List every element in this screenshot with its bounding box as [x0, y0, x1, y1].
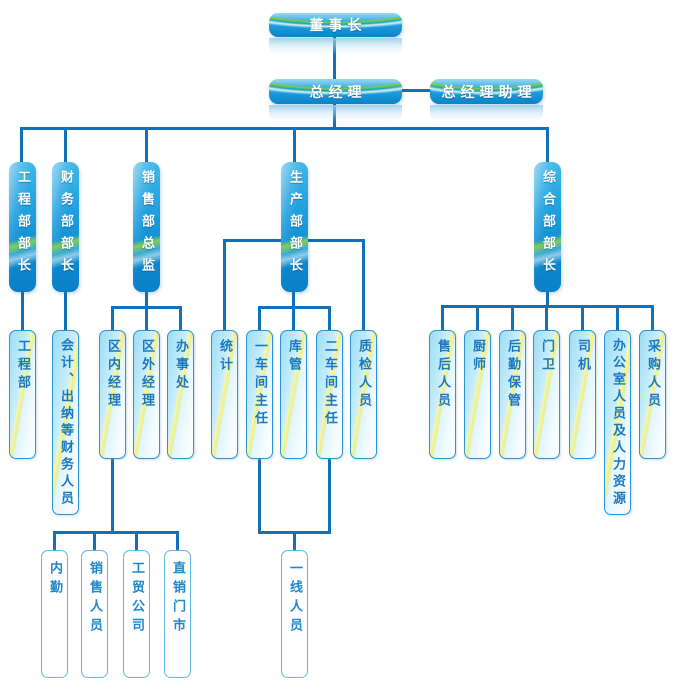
node-regional-manager-internal: 区内经理 — [99, 330, 126, 459]
connector — [441, 305, 444, 330]
node-logistics-custodian: 后勤保管 — [499, 330, 526, 459]
node-regional-manager-external: 区外经理 — [133, 330, 160, 459]
node-workshop1-director: 一车间主任 — [246, 330, 273, 459]
connector — [20, 127, 23, 162]
connector — [176, 531, 179, 550]
connector — [145, 127, 148, 162]
node-finance-staff: 会计、出纳等财务人员 — [52, 330, 79, 515]
connector — [333, 36, 336, 79]
connector — [179, 306, 182, 330]
connector — [258, 306, 261, 330]
connector — [93, 531, 96, 550]
node-workshop2-director: 二车间主任 — [316, 330, 343, 459]
reflection — [430, 105, 543, 123]
node-dept-general-affairs-head: 综合部部长 — [534, 162, 561, 292]
node-aftersales-staff: 售后人员 — [429, 330, 456, 459]
connector — [511, 305, 514, 330]
connector — [581, 305, 584, 330]
connector — [64, 291, 67, 330]
node-chef: 厨师 — [464, 330, 491, 459]
node-office-hr-staff: 办公室人员及人力资源 — [604, 330, 631, 515]
node-statistics: 统计 — [211, 330, 238, 459]
connector — [20, 127, 549, 130]
connector — [651, 305, 654, 330]
node-procurement-staff: 采购人员 — [639, 330, 666, 459]
connector — [53, 531, 56, 550]
node-trade-company: 工贸公司 — [123, 550, 150, 678]
connector — [545, 305, 548, 330]
node-chairman: 董事长 — [269, 13, 402, 37]
node-dept-sales-director: 销售部总监 — [133, 162, 160, 292]
node-dept-finance-head: 财务部部长 — [52, 162, 79, 292]
node-warehouse-keeper: 库管 — [280, 330, 307, 459]
node-engineering-dept: 工程部 — [9, 330, 36, 459]
connector — [111, 306, 114, 330]
connector — [362, 239, 365, 330]
connector — [64, 127, 67, 162]
connector — [328, 306, 331, 330]
connector — [292, 291, 295, 330]
connector — [111, 306, 182, 309]
connector — [258, 306, 331, 309]
connector — [293, 531, 296, 550]
node-driver: 司机 — [569, 330, 596, 459]
connector — [53, 531, 179, 534]
connector — [400, 89, 430, 92]
reflection — [269, 38, 402, 56]
connector — [111, 459, 114, 533]
node-dept-engineering-head: 工程部部长 — [9, 162, 36, 292]
node-internal-affairs: 内勤 — [41, 550, 68, 678]
reflection — [269, 105, 402, 123]
node-gatekeeper: 门卫 — [533, 330, 560, 459]
node-gm-assistant: 总经理助理 — [430, 79, 543, 104]
connector — [135, 531, 138, 550]
connector — [476, 305, 479, 330]
node-dept-production-head: 生产部部长 — [281, 162, 308, 292]
connector — [546, 127, 549, 162]
connector — [223, 239, 226, 330]
node-branch-office: 办事处 — [167, 330, 194, 459]
connector — [21, 291, 24, 330]
node-qc-staff: 质检人员 — [350, 330, 377, 459]
node-sales-staff: 销售人员 — [81, 550, 108, 678]
connector — [145, 291, 148, 330]
connector — [293, 127, 296, 162]
node-direct-sales-store: 直销门市 — [164, 550, 191, 678]
node-general-manager: 总经理 — [269, 79, 402, 104]
connector — [546, 291, 549, 308]
connector — [328, 459, 331, 533]
connector — [258, 459, 261, 533]
node-frontline-staff: 一线人员 — [281, 550, 308, 678]
connector — [616, 305, 619, 330]
